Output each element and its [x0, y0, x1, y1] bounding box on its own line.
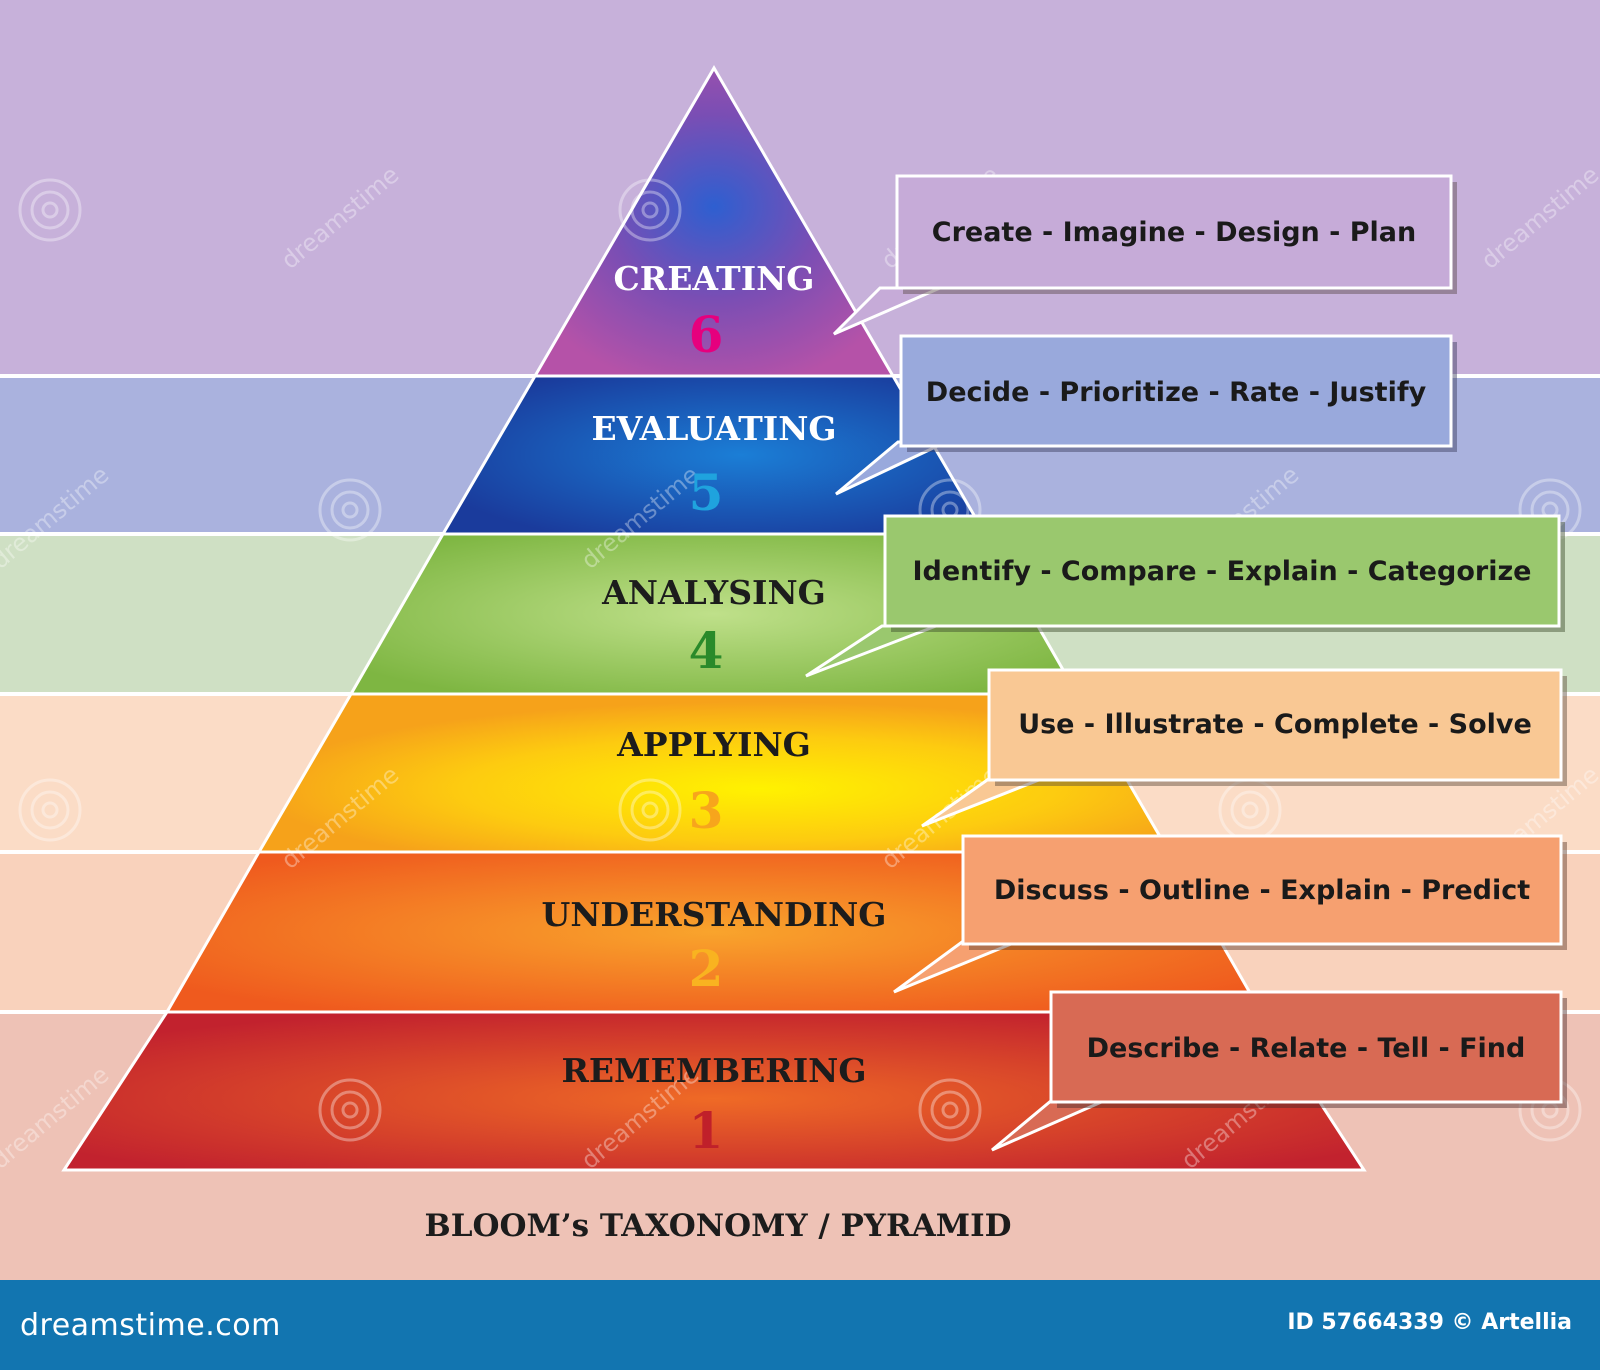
diagram-title: BLOOM’s TAXONOMY / PYRAMID	[425, 1208, 1012, 1244]
callout-text: Create - Imagine - Design - Plan	[932, 217, 1417, 248]
callout-creating: Create - Imagine - Design - Plan	[832, 174, 1457, 336]
level-number: 4	[689, 621, 724, 680]
footer-bar: dreamstime.com ID 57664339 © Artellia	[0, 1280, 1600, 1370]
level-name: REMEMBERING	[561, 1051, 866, 1090]
callout-text: Identify - Compare - Explain - Categoriz…	[913, 556, 1532, 587]
callout-understanding: Discuss - Outline - Explain - Predict	[893, 834, 1567, 994]
level-name: ANALYSING	[601, 573, 826, 612]
footer-credit: ID 57664339 © Artellia	[1287, 1310, 1572, 1335]
callout-text: Use - Illustrate - Complete - Solve	[1018, 709, 1532, 740]
level-name: CREATING	[614, 259, 815, 298]
footer-logo: dreamstime.com	[20, 1308, 281, 1343]
level-number: 1	[689, 1101, 724, 1160]
callouts: Create - Imagine - Design - Plan Decide …	[805, 174, 1567, 1152]
callout-remembering: Describe - Relate - Tell - Find	[991, 990, 1567, 1152]
callout-analysing: Identify - Compare - Explain - Categoriz…	[805, 514, 1565, 678]
level-number: 3	[689, 781, 724, 840]
level-labels: CREATING 6 EVALUATING 5 ANALYSING 4 APPL…	[542, 259, 887, 1160]
callout-text: Discuss - Outline - Explain - Predict	[994, 875, 1530, 906]
level-number: 2	[689, 939, 724, 998]
callout-text: Decide - Prioritize - Rate - Justify	[926, 377, 1427, 408]
level-number: 6	[689, 305, 724, 364]
level-name: UNDERSTANDING	[542, 895, 887, 934]
callout-applying: Use - Illustrate - Complete - Solve	[921, 668, 1567, 828]
callout-evaluating: Decide - Prioritize - Rate - Justify	[835, 334, 1457, 496]
level-name: APPLYING	[616, 725, 811, 764]
level-name: EVALUATING	[591, 409, 836, 448]
callout-text: Describe - Relate - Tell - Find	[1087, 1033, 1526, 1064]
level-number: 5	[689, 463, 724, 522]
